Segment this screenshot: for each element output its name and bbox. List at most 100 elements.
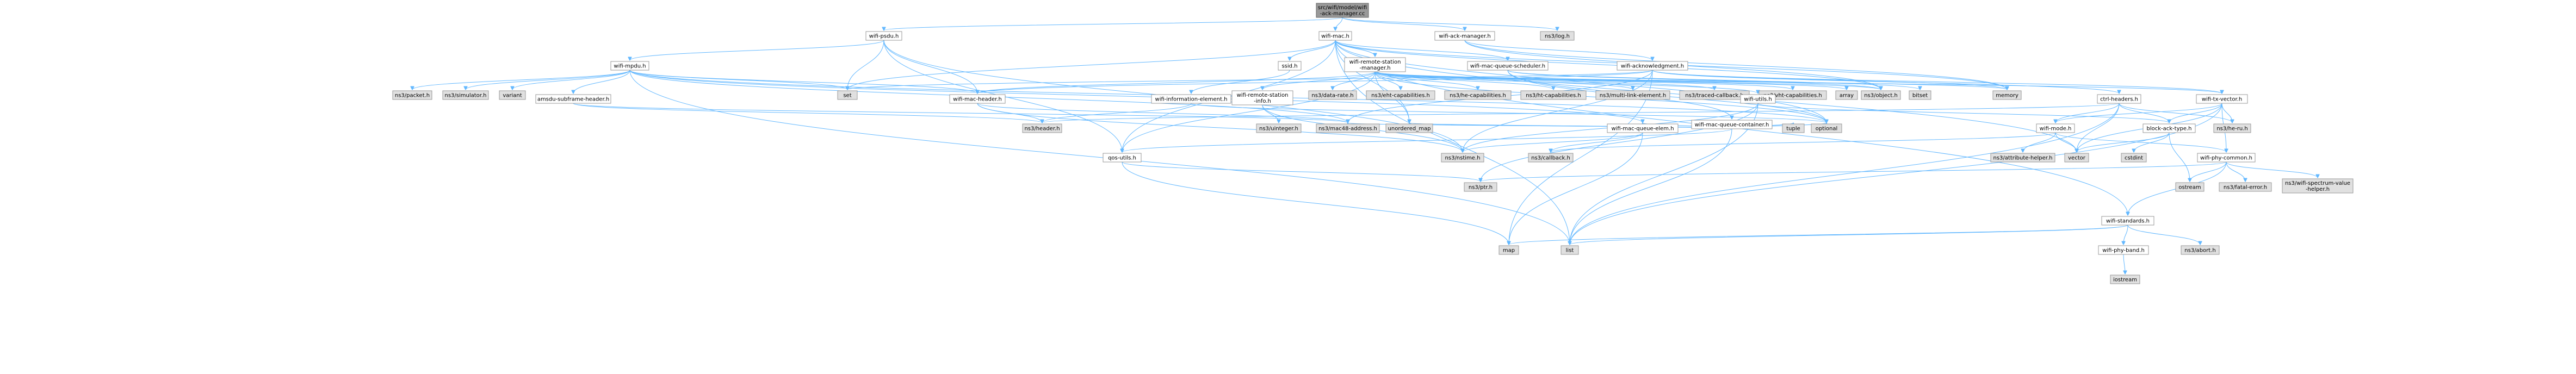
- node-wifi-psdu-h[interactable]: wifi-psdu.h: [865, 31, 902, 41]
- node-box: [2142, 123, 2196, 133]
- node-label: ns3/wifi-spectrum-value: [2285, 180, 2350, 186]
- edge-root-to-wifi_mac_h: [1335, 17, 1343, 30]
- node-ns3-multi-link-element-h: ns3/multi-link-element.h: [1595, 90, 1670, 100]
- node-wifi-information-element-h[interactable]: wifi-information-element.h: [1151, 94, 1231, 104]
- node-wifi-acknowledgment-h[interactable]: wifi-acknowledgment.h: [1617, 61, 1688, 71]
- node-label: set: [843, 93, 851, 99]
- edge-amsdu_subframe_header_h-to-ns3_mac48_address_h: [573, 103, 1348, 123]
- node-wifi-standards-h[interactable]: wifi-standards.h: [2101, 216, 2154, 226]
- node-wifi-mac-queue-container-h[interactable]: wifi-mac-queue-container.h: [1691, 120, 1773, 129]
- node-ns3-ht-capabilities-h: ns3/ht-capabilities.h: [1520, 90, 1587, 100]
- node-wifi-phy-common-h[interactable]: wifi-phy-common.h: [2197, 153, 2256, 163]
- node-box: [2213, 123, 2251, 133]
- edge-wifi_phy_common_h-to-ns3_wifi_spectrum_value_helper_h: [2226, 161, 2318, 178]
- edge-wifi_mpdu_h-to-variant: [512, 70, 630, 90]
- edge-wifi_remote_station_manager_h-to-ns3_object_h: [1374, 71, 1881, 90]
- node-label: list: [1566, 248, 1574, 254]
- node-wifi-phy-band-h[interactable]: wifi-phy-band.h: [2098, 245, 2149, 255]
- edge-wifi_utils_h-to-block_ack_type_h: [1757, 103, 2169, 123]
- node-wifi-mpdu-h[interactable]: wifi-mpdu.h: [610, 61, 649, 71]
- node-block-ack-type-h[interactable]: block-ack-type.h: [2142, 123, 2196, 133]
- edge-wifi_mode_h-to-ns3_callback_h: [1551, 132, 2056, 152]
- edge-wifi_remote_station_manager_h-to-ns3_ht_capabilities_h: [1374, 71, 1553, 90]
- edge-ctrl_headers_h-to-list: [1570, 103, 2120, 245]
- edge-wifi_mpdu_h-to-ns3_packet_h: [412, 70, 630, 90]
- node-box: [2197, 153, 2256, 163]
- node-box: [2101, 216, 2154, 226]
- edge-wifi_standards_h-to-map: [1509, 225, 2128, 245]
- edge-qos_utils_h-to-ns3_ptr_h: [1122, 161, 1481, 182]
- node-ctrl-headers-h[interactable]: ctrl-headers.h: [2097, 94, 2141, 104]
- node-box: [1318, 31, 1352, 41]
- edge-wifi_standards_h-to-list: [1570, 225, 2128, 245]
- node-box: [1540, 31, 1575, 41]
- node-label: -ack-manager.cc: [1320, 11, 1365, 17]
- node-label: iostream: [2113, 277, 2137, 283]
- edge-wifi_utils_h-to-ns3_ptr_h: [1481, 103, 1758, 182]
- edge-wifi_psdu_h-to-set: [847, 40, 884, 90]
- node-label: ns3/abort.h: [2184, 248, 2215, 254]
- node-label: tuple: [1786, 126, 1800, 132]
- node-label: -info.h: [1254, 98, 1271, 104]
- edge-wifi_mac_h-to-unordered_map: [1335, 40, 1409, 123]
- node-label: ns3/attribute-helper.h: [1993, 155, 2053, 161]
- edge-ctrl_headers_h-to-wifi_mode_h: [2055, 103, 2120, 123]
- node-wifi-remote-station-manager-h[interactable]: wifi-remote-station-manager.h: [1344, 57, 1406, 72]
- node-qos-utils-h[interactable]: qos-utils.h: [1103, 153, 1142, 163]
- node-box: [1782, 123, 1805, 133]
- node-box: [2219, 182, 2272, 192]
- edge-wifi_information_element_h-to-ns3_header_h: [1042, 103, 1192, 123]
- node-wifi-ack-manager-h[interactable]: wifi-ack-manager.h: [1434, 31, 1495, 41]
- edge-wifi_mode_h-to-wifi_phy_common_h: [2055, 132, 2226, 152]
- node-wifi-tx-vector-h[interactable]: wifi-tx-vector.h: [2196, 94, 2248, 104]
- node-label: wifi-mpdu.h: [614, 64, 646, 70]
- node-wifi-mac-queue-elem-h[interactable]: wifi-mac-queue-elem.h: [1607, 123, 1679, 133]
- edge-ctrl_headers_h-to-vector: [2077, 103, 2120, 152]
- node-label: ns3/nstime.h: [1445, 155, 1481, 161]
- node-box: [1444, 90, 1512, 100]
- node-ns3-object-h: ns3/object.h: [1861, 90, 1901, 100]
- node-list: list: [1561, 245, 1579, 255]
- node-box: [1316, 123, 1380, 133]
- node-box: [1595, 90, 1670, 100]
- node-label: wifi-psdu.h: [869, 34, 899, 40]
- node-box: [1617, 61, 1688, 71]
- node-memory: memory: [1992, 90, 2022, 100]
- node-ssid-h[interactable]: ssid.h: [1278, 61, 1302, 71]
- node-label: wifi-mac.h: [1321, 34, 1349, 40]
- node-wifi-utils-h[interactable]: wifi-utils.h: [1740, 94, 1776, 104]
- node-ns3-abort-h: ns3/abort.h: [2181, 245, 2220, 255]
- node-ns3-traced-callback-h: ns3/traced-callback.h: [1679, 90, 1750, 100]
- node-label: ssid.h: [1281, 64, 1297, 70]
- node-label: ns3/ptr.h: [1469, 185, 1493, 191]
- node-label: block-ack-type.h: [2146, 126, 2191, 132]
- node-box: [1561, 245, 1579, 255]
- edge-wifi_mac_queue_container_h-to-list: [1570, 128, 1732, 245]
- edge-wifi_mpdu_h-to-amsdu_subframe_header_h: [573, 70, 630, 94]
- node-wifi-mac-h[interactable]: wifi-mac.h: [1318, 31, 1352, 41]
- node-wifi-remote-station-info-h[interactable]: wifi-remote-station-info.h: [1231, 90, 1293, 105]
- node-box: [1151, 94, 1231, 104]
- node-label: ns3/traced-callback.h: [1685, 93, 1744, 99]
- node-label: ns3/he-ru.h: [2216, 126, 2247, 132]
- node-wifi-mac-header-h[interactable]: wifi-mac-header.h: [949, 94, 1006, 104]
- node-wifi-mac-queue-scheduler-h[interactable]: wifi-mac-queue-scheduler.h: [1467, 61, 1549, 71]
- edge-block_ack_type_h-to-vector: [2077, 132, 2170, 152]
- edge-wifi_standards_h-to-ns3_abort_h: [2127, 225, 2200, 245]
- node-root[interactable]: src/wifi/model/wifi-ack-manager.cc: [1316, 3, 1369, 18]
- dependency-edges: [412, 17, 2318, 274]
- edge-wifi_utils_h-to-list: [1570, 103, 1758, 245]
- node-label: wifi-remote-station: [1349, 59, 1401, 65]
- node-label: amsdu-subframe-header.h: [537, 97, 609, 103]
- node-ns3-attribute-helper-h: ns3/attribute-helper.h: [1990, 153, 2055, 163]
- node-vector: vector: [2064, 153, 2089, 163]
- node-box: [1520, 90, 1587, 100]
- node-box: [2181, 245, 2220, 255]
- node-label: -manager.h: [1359, 65, 1390, 71]
- node-amsdu-subframe-header-h[interactable]: amsdu-subframe-header.h: [535, 94, 611, 104]
- node-label: ns3/data-rate.h: [1311, 93, 1353, 99]
- node-wifi-mode-h[interactable]: wifi-mode.h: [2036, 123, 2075, 133]
- node-cstdint: cstdint: [2121, 153, 2147, 163]
- node-box: [1316, 3, 1369, 18]
- edge-block_ack_type_h-to-cstdint: [2134, 132, 2170, 152]
